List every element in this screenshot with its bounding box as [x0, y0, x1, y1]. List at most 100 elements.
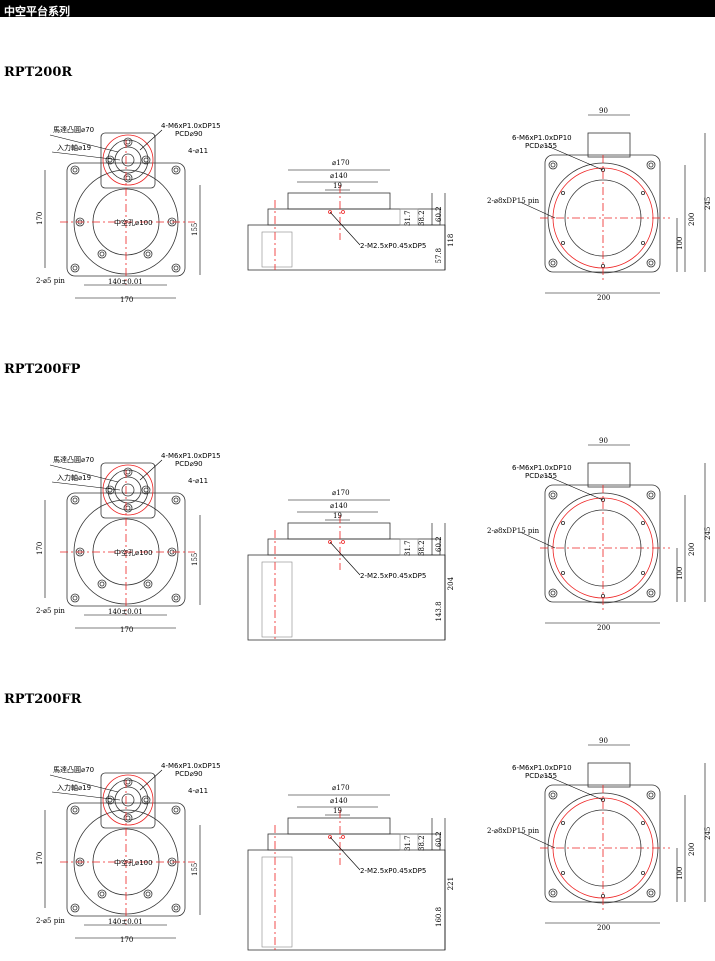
- bolt-hole-inner: [99, 581, 105, 587]
- tap-label: 6-M6xP1.0xDP10: [512, 134, 572, 142]
- motor-tab: [587, 762, 631, 788]
- bolt-hole-inner: [550, 590, 556, 596]
- motor-adapter: [261, 561, 293, 638]
- bolt-hole: [171, 165, 181, 175]
- bolt-hole-inner: [648, 492, 654, 498]
- holes-label: 4-⌀11: [188, 477, 208, 485]
- bolt-hole: [171, 903, 181, 913]
- dim-height: 170: [36, 852, 44, 865]
- dim-d140: ⌀140: [330, 172, 348, 180]
- bolt-hole-inner: [550, 260, 556, 266]
- dim-60-2: 60.2: [435, 536, 443, 552]
- dim-d170: ⌀170: [332, 784, 350, 792]
- tap-label: 6-M6xP1.0xDP10: [512, 764, 572, 772]
- leader-line: [544, 774, 604, 801]
- bolt-hole: [548, 490, 558, 500]
- motor-flange-pcd: [102, 774, 154, 826]
- input-shaft-label: 入力軸⌀19: [57, 143, 91, 152]
- dim-38-2: 38.2: [418, 835, 426, 851]
- bolt-hole-inner: [72, 167, 78, 173]
- bolt-hole: [70, 263, 80, 273]
- bolt-hole: [105, 795, 115, 805]
- bolt-hole-inner: [145, 891, 151, 897]
- dim-total-height: 204: [447, 576, 455, 590]
- pcd-label: PCD⌀90: [175, 770, 203, 778]
- bolt-hole-inner: [550, 492, 556, 498]
- bolt-hole: [171, 805, 181, 815]
- drawing-rect: [267, 538, 441, 556]
- leader-line: [544, 474, 604, 501]
- leader-line: [49, 134, 119, 153]
- bolt-hole-inner: [648, 260, 654, 266]
- bolt-hole: [548, 588, 558, 598]
- bolt-hole-inner: [99, 891, 105, 897]
- motor-tab: [587, 462, 631, 488]
- tap-hole: [561, 240, 566, 245]
- bolt-hole: [70, 903, 80, 913]
- dim-245: 245: [704, 527, 712, 540]
- tap-hole: [328, 210, 332, 214]
- bolt-hole-inner: [550, 792, 556, 798]
- dim-200-height: 200: [688, 843, 696, 856]
- front-view: 馬達凸圓⌀70入力軸⌀194-M6xP1.0xDP15PCD⌀904-⌀11中空…: [36, 762, 221, 944]
- tap-hole: [641, 821, 646, 826]
- dim-38-2: 38.2: [418, 540, 426, 556]
- tap-hole: [641, 871, 646, 876]
- bolt-hole-inner: [72, 807, 78, 813]
- dim-d19: 19: [333, 512, 342, 520]
- bolt-hole-inner: [125, 469, 131, 475]
- dim-total-height: 118: [447, 234, 455, 247]
- drawing-circle: [114, 476, 142, 504]
- bolt-hole: [70, 805, 80, 815]
- dim-90: 90: [599, 437, 608, 445]
- bolt-hole: [70, 165, 80, 175]
- dim-140: 140±0.01: [108, 608, 143, 616]
- bore-label: 中空孔⌀100: [114, 218, 153, 227]
- tap-label: 4-M6xP1.0xDP15: [161, 762, 221, 770]
- bolt-hole-inner: [125, 779, 131, 785]
- drawing-rect: [287, 192, 391, 210]
- leader-line: [519, 201, 556, 219]
- tap-hole: [561, 521, 566, 526]
- bolt-hole-inner: [173, 905, 179, 911]
- model-title-rpt200fr: RPT200FR: [4, 692, 82, 707]
- dim-31-7: 31.7: [404, 835, 412, 851]
- bolt-hole-inner: [99, 251, 105, 257]
- bolt-hole-inner: [143, 797, 149, 803]
- tap-label: 2-M2.5xP0.45xDP5: [360, 572, 426, 580]
- bolt-hole-inner: [72, 265, 78, 271]
- dim-90: 90: [599, 737, 608, 745]
- bolt-hole: [646, 588, 656, 598]
- bolt-hole-inner: [648, 162, 654, 168]
- bolt-hole-inner: [173, 807, 179, 813]
- bolt-hole: [123, 173, 133, 183]
- dim-140: 140±0.01: [108, 278, 143, 286]
- dim-200-width: 200: [597, 624, 610, 632]
- dim-38-2: 38.2: [418, 210, 426, 226]
- bolt-hole: [646, 790, 656, 800]
- bolt-hole: [141, 155, 151, 165]
- bolt-hole-inner: [72, 595, 78, 601]
- tap-hole: [561, 190, 566, 195]
- tap-hole: [561, 821, 566, 826]
- bore-label: 中空孔⌀100: [114, 548, 153, 557]
- bolt-hole: [548, 160, 558, 170]
- bolt-hole-inner: [143, 487, 149, 493]
- dim-d140: ⌀140: [330, 502, 348, 510]
- leader-line: [51, 791, 121, 801]
- tap-hole: [641, 190, 646, 195]
- bolt-hole-inner: [72, 497, 78, 503]
- bolt-hole-inner: [550, 162, 556, 168]
- tap-hole: [561, 871, 566, 876]
- dim-31-7: 31.7: [404, 210, 412, 226]
- bolt-hole: [123, 467, 133, 477]
- bolt-hole-inner: [173, 595, 179, 601]
- pin-label: 2-⌀8xDP15 pin: [487, 527, 540, 535]
- motor-flange-label: 馬達凸圓⌀70: [53, 455, 94, 464]
- bolt-hole: [105, 155, 115, 165]
- bolt-hole-inner: [125, 815, 131, 821]
- bolt-hole-inner: [107, 797, 113, 803]
